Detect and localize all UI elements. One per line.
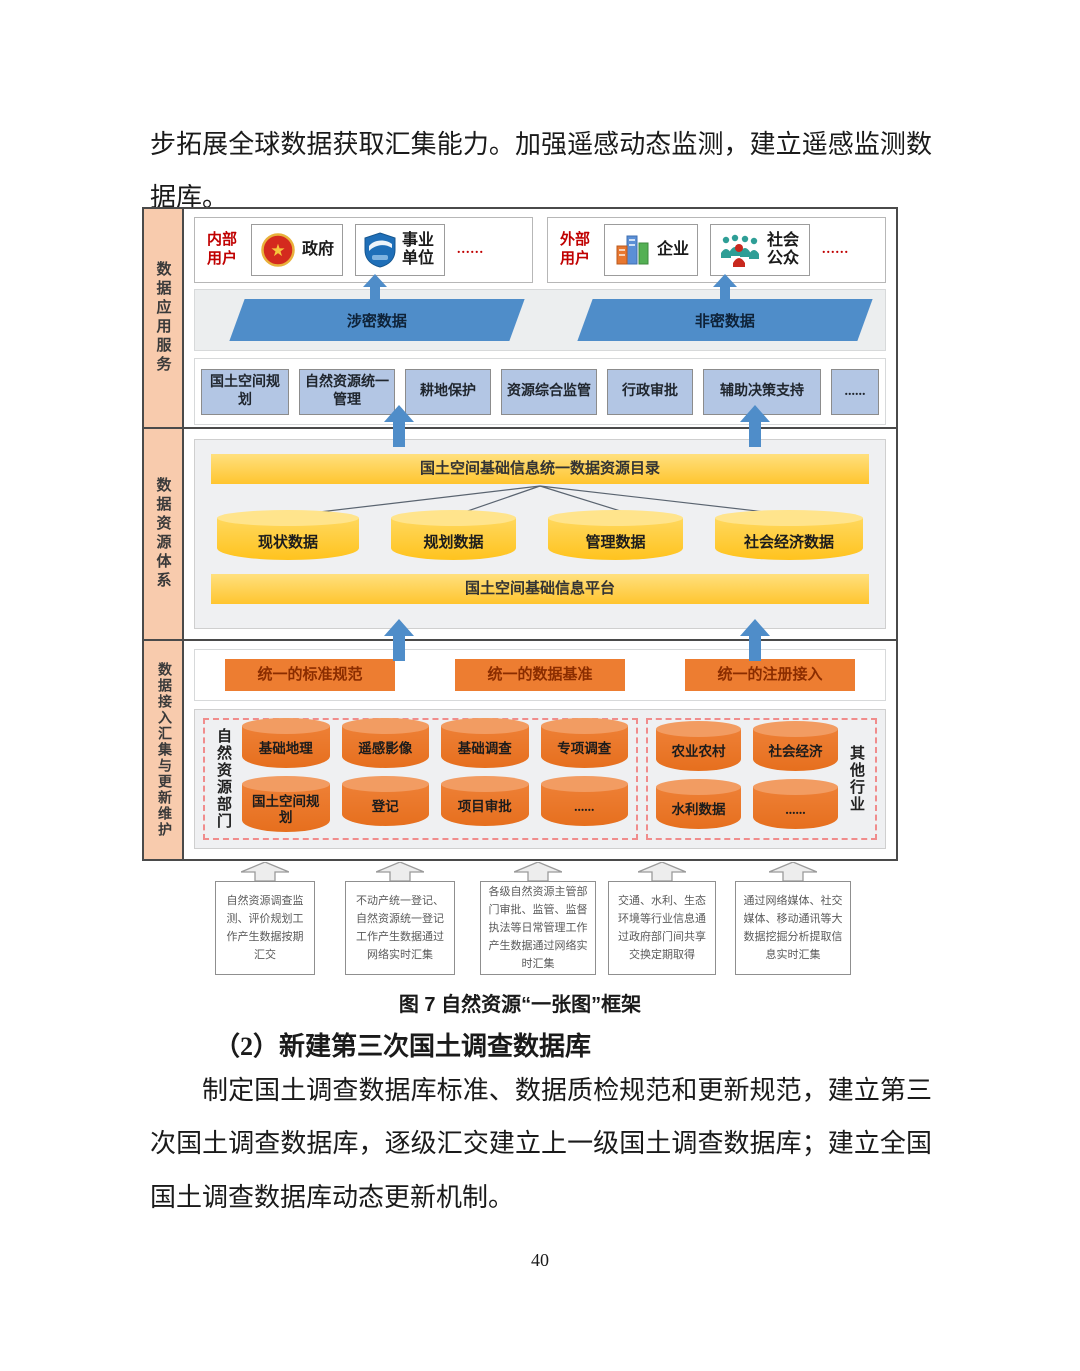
more-users-dots: ...... [822,242,850,257]
section-data-application-services: 数据应用服务 内部用户 ★ 政府 [144,209,896,427]
resource-system-panel: 国土空间基础信息统一数据资源目录 现状数据 规划数据 管理数据 社会经济数 [194,439,886,629]
source-note: 不动产统一登记、自然资源统一登记工作产生数据通过网络实时汇集 [345,881,455,975]
app-box: ...... [831,368,879,415]
user-name: 社会公众 [767,231,800,267]
gov-emblem-icon: ★ [261,233,295,267]
section-data-ingest: 数据接入汇集与更新维护 统一的标准规范 统一的数据基准 统一的注册接入 自然资源… [144,619,896,859]
section-label: 数据应用服务 [154,261,171,375]
app-box: 辅助决策支持 [703,368,821,415]
subsection-heading: （2）新建第三次国土调查数据库 [214,1032,592,1061]
catalog-bar: 国土空间基础信息统一数据资源目录 [211,454,869,484]
user-row: 内部用户 ★ 政府 事业单位 [194,217,886,283]
resource-cylinders: 现状数据 规划数据 管理数据 社会经济数据 [211,510,869,560]
enterprise-buildings-icon [616,235,649,265]
source-cylinder: 登记 [341,775,429,832]
external-users-group: 外部用户 企业 [547,217,886,283]
source-cylinder: 项目审批 [441,775,529,832]
more-users-dots: ...... [457,242,485,257]
data-cylinder: 社会经济数据 [715,510,863,560]
intro-paragraph: 步拓展全球数据获取汇集能力。加强遥感动态监测，建立遥感监测数据库。 [150,130,932,213]
user-government: ★ 政府 [251,224,344,276]
body-paragraph: 制定国土调查数据库标准、数据质检规范和更新规范，建立第三次国土调查数据库，逐级汇… [150,1076,932,1212]
up-arrow-icon [384,405,414,447]
group-label: 其他行业 [848,745,864,813]
data-cylinder: 管理数据 [548,510,683,560]
section-data-resource-system: 数据资源体系 国土空间基础信息统一数据资源目录 现状数据 [144,405,896,639]
up-arrow-icon [713,274,737,302]
user-name: 事业单位 [402,231,435,267]
section-label: 数据接入汇集与更新维护 [156,662,171,838]
framework-diagram: 数据应用服务 内部用户 ★ 政府 [142,207,898,861]
source-cylinder: 农业农村 [656,721,741,771]
user-name: 政府 [302,240,335,258]
figure-caption: 图 7 自然资源“一张图”框架 [398,994,642,1016]
data-cylinder: 规划数据 [391,510,516,560]
source-notes-row: 自然资源调查监测、评价规划工作产生数据按期汇交 不动产统一登记、自然资源统一登记… [142,861,898,979]
up-arrow-icon [363,274,387,302]
section-label-cell: 数据资源体系 [144,429,184,639]
source-cylinder: 社会经济 [753,721,838,771]
unified-box: 统一的标准规范 [225,659,395,691]
internal-users-group: 内部用户 ★ 政府 事业单位 [194,217,533,283]
external-users-label: 外部用户 [559,232,590,267]
application-row: 国土空间规划 自然资源统一管理 耕地保护 资源综合监管 行政审批 辅助决策支持 … [194,358,886,425]
source-cylinder: 基础地理 [242,717,330,768]
institution-badge-icon [364,232,396,268]
ingest-panel: 自然资源部门 基础地理 遥感影像 基础调查 专项调查 国土空间规划 登记 项目审… [194,709,886,849]
source-cylinder: 遥感影像 [341,717,429,768]
svg-text:★: ★ [270,241,285,260]
app-box: 耕地保护 [405,368,491,415]
classified-data-label: 涉密数据 [346,313,407,330]
source-cylinder: 专项调查 [540,717,628,768]
unclassified-data-label: 非密数据 [694,313,755,330]
source-note: 交通、水利、生态环境等行业信息通过政府部门间共享交换定期取得 [608,881,716,975]
classified-data-parallelogram: 涉密数据 [229,299,525,341]
source-cylinder: 水利数据 [656,779,741,829]
source-cylinder: ...... [753,779,838,829]
data-cylinder: 现状数据 [217,510,359,560]
source-note: 各级自然资源主管部门审批、监管、监督执法等日常管理工作产生数据通过网络实时汇集 [480,881,596,975]
unified-standards-row: 统一的标准规范 统一的数据基准 统一的注册接入 [194,649,886,701]
source-cylinder: ...... [540,775,628,832]
section-label-cell: 数据应用服务 [144,209,184,427]
up-arrow-icon [740,405,770,447]
user-name: 企业 [657,240,690,258]
platform-bar: 国土空间基础信息平台 [211,574,869,604]
internal-users-label: 内部用户 [206,232,237,267]
other-industries-group: 农业农村 社会经济 水利数据 ...... 其他行业 [646,718,877,840]
app-box: 自然资源统一管理 [299,368,395,415]
source-cylinder: 国土空间规划 [242,775,330,833]
app-box: 国土空间规划 [201,368,289,415]
unclassified-data-parallelogram: 非密数据 [577,299,873,341]
source-note: 自然资源调查监测、评价规划工作产生数据按期汇交 [215,881,315,975]
up-arrow-icon [740,619,770,661]
page-number: 40 [531,1250,549,1270]
user-public: 社会公众 [710,224,811,276]
user-institution: 事业单位 [355,224,446,276]
section-label: 数据资源体系 [154,477,171,591]
natural-resources-dept-group: 自然资源部门 基础地理 遥感影像 基础调查 专项调查 国土空间规划 登记 项目审… [203,717,638,840]
user-enterprise: 企业 [604,224,699,276]
data-classification-band: 涉密数据 非密数据 [194,274,886,351]
source-cylinder: 基础调查 [441,717,529,768]
up-arrow-icon [384,619,414,661]
group-label: 自然资源部门 [215,728,231,830]
unified-box: 统一的数据基准 [455,659,625,691]
public-people-icon [721,234,760,267]
unified-box: 统一的注册接入 [685,659,855,691]
app-box: 资源综合监管 [501,368,597,415]
section-label-cell: 数据接入汇集与更新维护 [144,641,184,859]
source-note: 通过网络媒体、社交媒体、移动通讯等大数据挖掘分析提取信息实时汇集 [735,881,851,975]
app-box: 行政审批 [607,368,693,415]
